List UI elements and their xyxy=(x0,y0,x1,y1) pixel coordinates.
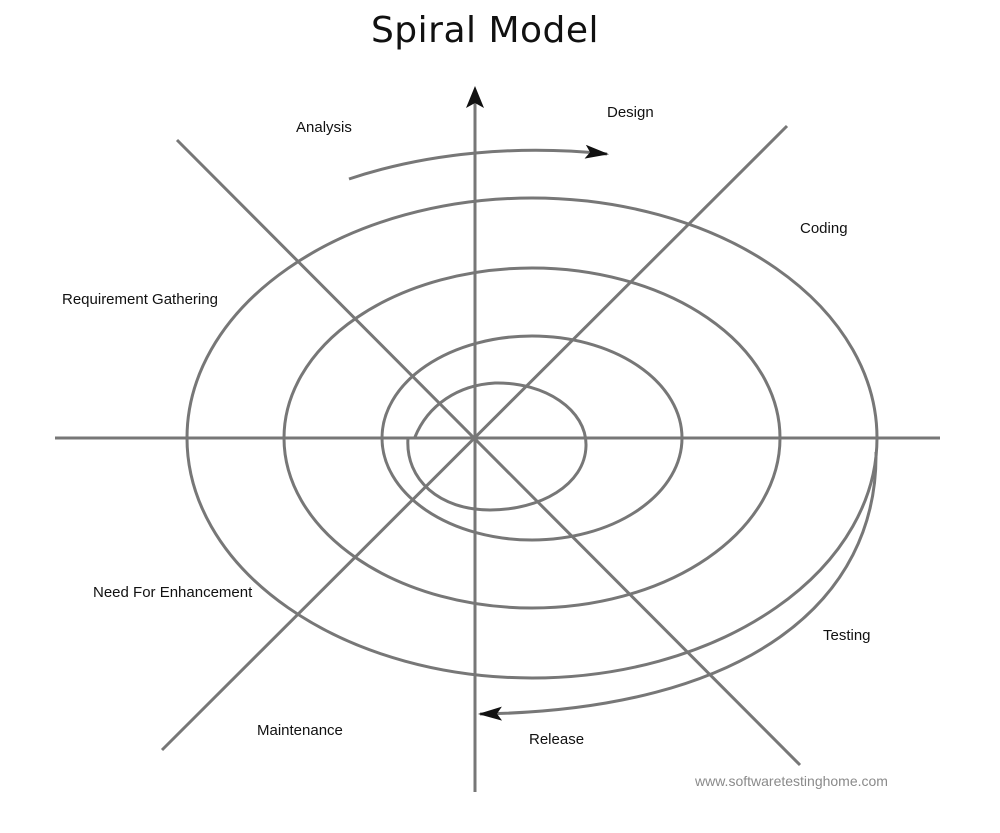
spiral-core xyxy=(406,381,588,512)
top-direction-arrow xyxy=(348,144,609,181)
diagonal-axis-ne-sw xyxy=(160,124,789,752)
spiral-ring-2 xyxy=(282,266,782,610)
phase-label-testing: Testing xyxy=(823,627,871,644)
phase-label-requirement-gathering: Requirement Gathering xyxy=(62,291,218,308)
spiral-ring-3 xyxy=(185,196,879,680)
diagonal-axis-nw-se xyxy=(175,138,802,767)
phase-label-maintenance: Maintenance xyxy=(257,722,343,739)
phase-label-analysis: Analysis xyxy=(296,119,352,136)
phase-label-release: Release xyxy=(529,731,585,748)
bottom-direction-arrow xyxy=(478,451,878,721)
phase-label-design: Design xyxy=(607,104,654,121)
diagram-title: Spiral Model xyxy=(370,10,600,51)
watermark-text: www.softwaretestinghome.com xyxy=(695,773,888,789)
phase-label-need-for-enhancement: Need For Enhancement xyxy=(93,584,253,601)
spiral-ring-1 xyxy=(380,334,684,542)
phase-label-coding: Coding xyxy=(800,220,848,237)
vertical-axis-arrowhead xyxy=(466,86,484,108)
